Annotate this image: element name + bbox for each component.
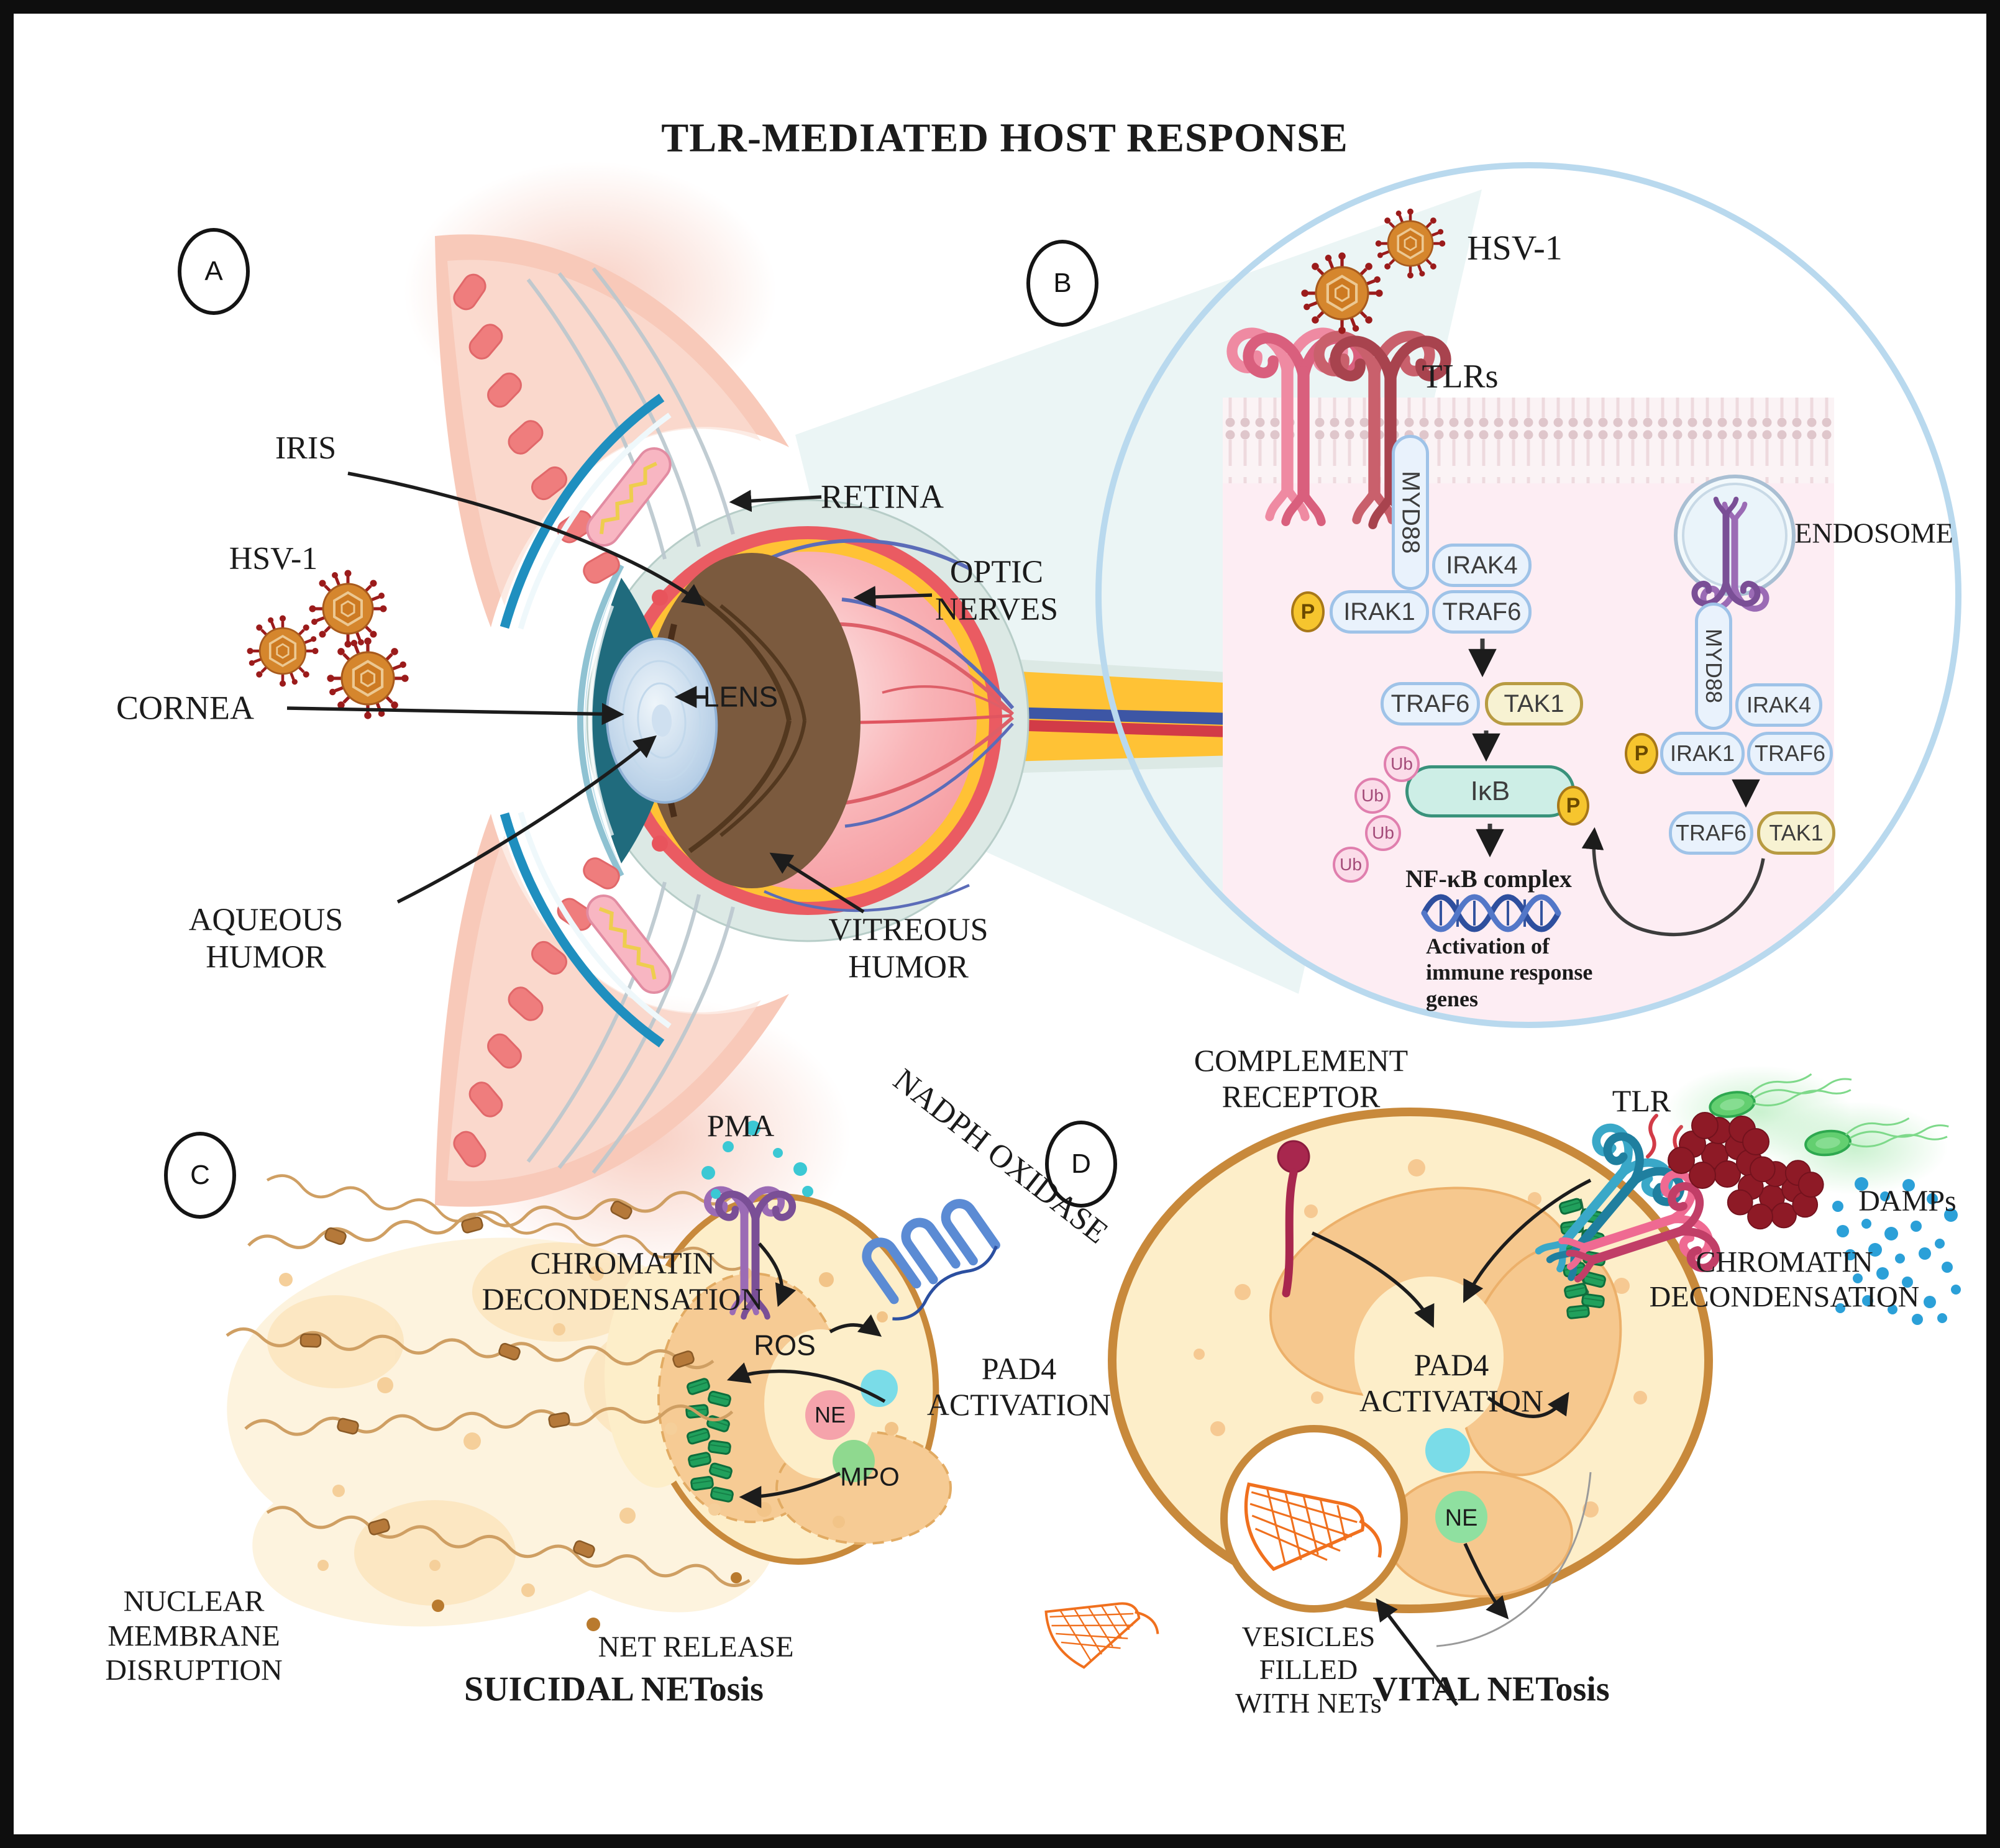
traf6-pill-right2: TRAF6 [1669, 811, 1753, 855]
lower-eyelid [435, 811, 789, 1207]
phospho-ikb: P [1557, 786, 1589, 826]
endosome-label: ENDOSOME [1794, 517, 1953, 549]
retina-label: RETINA [821, 478, 944, 516]
plasma-membrane [1223, 398, 1834, 483]
dna-icon [1421, 894, 1561, 932]
nadph-oxidase-icon [862, 1199, 1000, 1321]
pathway-arrows [1468, 639, 1760, 858]
tlrs-label: TLRs [1422, 357, 1499, 395]
panel-c-arrows [726, 1242, 886, 1508]
feedback-arrow [1581, 827, 1765, 937]
complement-receptor-label: COMPLEMENT RECEPTOR [1194, 1043, 1409, 1114]
pad4-activation-label-d: PAD4 ACTIVATION [1359, 1347, 1544, 1418]
iris-icon [643, 553, 861, 888]
panel-c-marker: C [164, 1132, 236, 1219]
ne-granule-c [805, 1390, 855, 1440]
nfkb-complex-label: NF-κB complex [1405, 864, 1572, 893]
irak1-pill-left: IRAK1 [1330, 590, 1429, 634]
gene-activation-label: Activation of immune response genes [1426, 934, 1593, 1011]
panel-d-marker: D [1045, 1121, 1117, 1208]
cornea-label: CORNEA [116, 689, 255, 727]
myd88-pill-right: MYD88 [1695, 603, 1732, 730]
net-release-label: NET RELEASE [598, 1631, 794, 1664]
mpo-label: MPO [840, 1462, 900, 1491]
ub-1: Ub [1384, 746, 1420, 782]
tak1-pill-left: TAK1 [1485, 682, 1583, 726]
magnifier-circle [1095, 162, 1961, 1028]
pad4-activation-label-c: PAD4 ACTIVATION [926, 1351, 1112, 1422]
cytoplasm-dots-d [1194, 1159, 1647, 1598]
iris-label: IRIS [275, 430, 337, 466]
panel-d-arrows [1311, 1178, 1592, 1706]
nuclear-membrane-disruption-label: NUCLEAR MEMBRANE DISRUPTION [105, 1585, 283, 1687]
suicidal-netosis-panel [226, 1121, 1000, 1631]
hsv1-label-b: HSV-1 [1467, 229, 1563, 268]
vesicles-label: VESICLES FILLED WITH NETs [1235, 1620, 1382, 1719]
irak4-pill-left: IRAK4 [1432, 544, 1532, 587]
lens-icon [605, 637, 718, 804]
mpo-granule-c [833, 1440, 875, 1482]
vital-netosis-caption: VITAL NETosis [1372, 1670, 1610, 1709]
optic-nerves-label: OPTIC NERVES [934, 554, 1059, 627]
irak4-pill-right: IRAK4 [1735, 683, 1822, 727]
chromatin-decondensation-label-c: CHROMATIN DECONDENSATION [482, 1245, 764, 1316]
vital-netosis-panel [1044, 1065, 1961, 1706]
hsv1-label-a: HSV-1 [229, 540, 318, 576]
complement-receptor-icon [1277, 1140, 1310, 1298]
panel-a-arrows [286, 471, 933, 914]
damp-dots [1832, 1177, 1961, 1325]
panel-a-marker: A [178, 228, 250, 315]
pma-dots [701, 1121, 813, 1199]
irak1-pill-right: IRAK1 [1660, 732, 1745, 775]
ub-2: Ub [1354, 778, 1390, 814]
ub-4: Ub [1333, 847, 1369, 883]
thin-loop-line [1436, 1472, 1592, 1647]
tak1-pill-right: TAK1 [1757, 811, 1835, 855]
pad4-enzyme-d [1425, 1428, 1470, 1473]
damps-label: DAMPs [1858, 1185, 1957, 1218]
ne-label-c: NE [814, 1402, 846, 1428]
vitreous-humor-label: VITREOUS HUMOR [828, 912, 989, 985]
phospho-left: P [1291, 591, 1325, 632]
phospho-right: P [1625, 733, 1658, 774]
panel-b-marker: B [1026, 240, 1098, 327]
ne-label-d: NE [1445, 1504, 1478, 1531]
pad4-enzyme-c [861, 1370, 898, 1407]
traf6-pill-right: TRAF6 [1747, 732, 1833, 775]
traf6-pill-left2: TRAF6 [1381, 682, 1480, 726]
suicidal-netosis-caption: SUICIDAL NETosis [464, 1670, 764, 1709]
net-vesicle [1220, 1425, 1408, 1613]
figure-title: TLR-MEDIATED HOST RESPONSE [661, 115, 1348, 161]
endosome-icon [1674, 475, 1796, 609]
chromatin-decondensation-label-d: CHROMATIN DECONDENSATION [1649, 1245, 1920, 1313]
ub-3: Ub [1365, 815, 1401, 851]
released-net [1044, 1581, 1161, 1674]
ros-label: ROS [754, 1329, 816, 1362]
lens-label: LENS [703, 680, 779, 713]
pma-label: PMA [706, 1108, 775, 1143]
retinal-vessels [714, 539, 1015, 913]
ikb-box: IκB [1405, 765, 1575, 817]
scatter-dots-c [279, 1266, 742, 1631]
aqueous-humor-label: AQUEOUS HUMOR [188, 902, 344, 975]
hsv1-virus-icons-a [247, 570, 409, 719]
ne-granule-d [1435, 1491, 1487, 1543]
traf6-pill-left: TRAF6 [1432, 590, 1532, 634]
tlr-label-d: TLR [1612, 1083, 1671, 1118]
myd88-pill-left: MYD88 [1392, 435, 1429, 590]
